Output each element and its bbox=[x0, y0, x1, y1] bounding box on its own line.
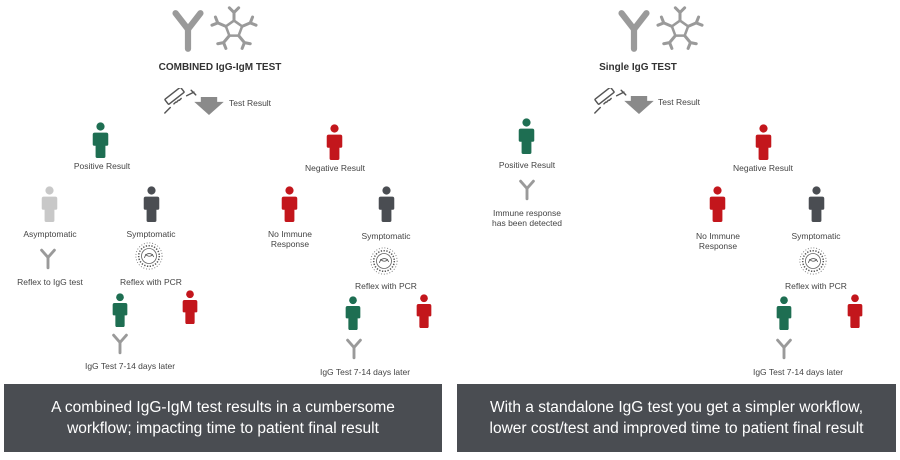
antibody-igg-icon-right bbox=[618, 10, 650, 52]
left-igg-later-neg-label: IgG Test 7-14 days later bbox=[319, 367, 411, 377]
left-reflex-pcr-neg-label: Reflex with PCR bbox=[355, 281, 417, 291]
antibody-igg-later-neg-icon bbox=[346, 338, 362, 360]
person-pcr-neg-green-icon bbox=[345, 296, 361, 330]
person-pcr-pos-green-icon bbox=[112, 293, 128, 327]
person-pcr-neg-red-icon bbox=[416, 294, 432, 328]
antibody-detected-icon bbox=[519, 179, 535, 201]
arrow-down-icon-right bbox=[622, 96, 656, 114]
person-no-immune-icon-right bbox=[709, 186, 726, 222]
left-asymptomatic-label: Asymptomatic bbox=[23, 229, 77, 239]
person-pcr-green-icon-right bbox=[776, 296, 792, 330]
virus-neg-icon bbox=[369, 246, 399, 276]
person-positive-icon-right bbox=[518, 118, 535, 154]
left-no-immune-label: No Immune Response bbox=[268, 229, 312, 249]
right-banner-line-2: lower cost/test and improved time to pat… bbox=[489, 420, 864, 437]
right-positive-label: Positive Result bbox=[498, 160, 556, 170]
right-igg-later-label: IgG Test 7-14 days later bbox=[752, 367, 844, 377]
person-pcr-red-icon-right bbox=[847, 294, 863, 328]
arrow-down-icon bbox=[192, 97, 226, 115]
virus-pos-icon bbox=[134, 241, 164, 271]
left-symptomatic-pos-label: Symptomatic bbox=[126, 229, 176, 239]
left-positive-label: Positive Result bbox=[73, 161, 131, 171]
antibody-igg-later-pos-icon bbox=[112, 333, 128, 355]
right-banner-line-1: With a standalone IgG test you get a sim… bbox=[489, 399, 864, 416]
right-immune-detected-label: Immune response has been detected bbox=[492, 208, 562, 228]
antibody-igg-icon bbox=[172, 10, 204, 52]
left-title: COMBINED IgG-IgM TEST bbox=[158, 62, 282, 73]
person-asymptomatic-icon bbox=[41, 186, 58, 222]
left-test-result-label: Test Result bbox=[229, 98, 272, 108]
person-negative-icon bbox=[326, 124, 343, 160]
left-summary-banner: A combined IgG-IgM test results in a cum… bbox=[4, 384, 442, 452]
right-negative-label: Negative Result bbox=[732, 163, 793, 173]
antibody-igm-pentamer-icon bbox=[205, 4, 263, 58]
person-no-immune-icon bbox=[281, 186, 298, 222]
left-reflex-pcr-pos-label: Reflex with PCR bbox=[120, 277, 182, 287]
left-symptomatic-neg-label: Symptomatic bbox=[361, 231, 411, 241]
person-negative-icon-right bbox=[755, 124, 772, 160]
antibody-igg-later-icon-right bbox=[776, 338, 792, 360]
right-reflex-pcr-label: Reflex with PCR bbox=[785, 281, 847, 291]
virus-icon-right bbox=[798, 246, 828, 276]
person-pcr-pos-red-icon bbox=[182, 290, 198, 324]
person-symptomatic-icon-right bbox=[808, 186, 825, 222]
right-test-result-label: Test Result bbox=[658, 97, 701, 107]
antibody-reflex-igg-icon bbox=[40, 248, 56, 270]
right-no-immune-label: No Immune Response bbox=[696, 231, 740, 251]
left-igg-later-pos-label: IgG Test 7-14 days later bbox=[84, 361, 176, 371]
left-banner-line-1: A combined IgG-IgM test results in a cum… bbox=[51, 399, 395, 416]
left-negative-label: Negative Result bbox=[304, 163, 365, 173]
right-summary-banner: With a standalone IgG test you get a sim… bbox=[457, 384, 896, 452]
left-reflex-igg-label: Reflex to IgG test bbox=[17, 277, 83, 287]
person-symptomatic-neg-icon bbox=[378, 186, 395, 222]
right-title: Single IgG TEST bbox=[599, 62, 677, 73]
person-positive-icon bbox=[92, 122, 109, 158]
person-symptomatic-pos-icon bbox=[143, 186, 160, 222]
antibody-igm-pentamer-icon-right bbox=[651, 4, 709, 58]
left-banner-line-2: workflow; impacting time to patient fina… bbox=[67, 420, 379, 437]
right-symptomatic-label: Symptomatic bbox=[791, 231, 841, 241]
